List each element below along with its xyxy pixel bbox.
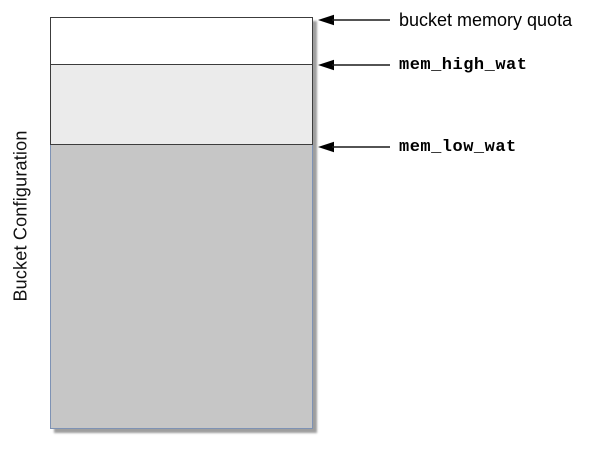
y-axis-label: Bucket Configuration	[10, 130, 31, 302]
annotation-label: bucket memory quota	[399, 9, 573, 30]
low-watermark-section	[50, 145, 313, 429]
annotation-label: mem_low_wat	[399, 137, 517, 157]
annotation-mem-high-wat: mem_high_wat	[318, 54, 527, 76]
quota-headroom-section	[50, 17, 313, 65]
left-arrow-icon	[318, 59, 390, 71]
left-arrow-icon	[318, 141, 390, 153]
bucket-box	[50, 17, 313, 429]
annotation-label: mem_high_wat	[399, 55, 528, 75]
annotation-bucket-memory-quota: bucket memory quota	[318, 9, 572, 31]
left-arrow-icon	[318, 14, 390, 26]
high-watermark-section	[50, 65, 313, 145]
annotation-mem-low-wat: mem_low_wat	[318, 136, 517, 158]
